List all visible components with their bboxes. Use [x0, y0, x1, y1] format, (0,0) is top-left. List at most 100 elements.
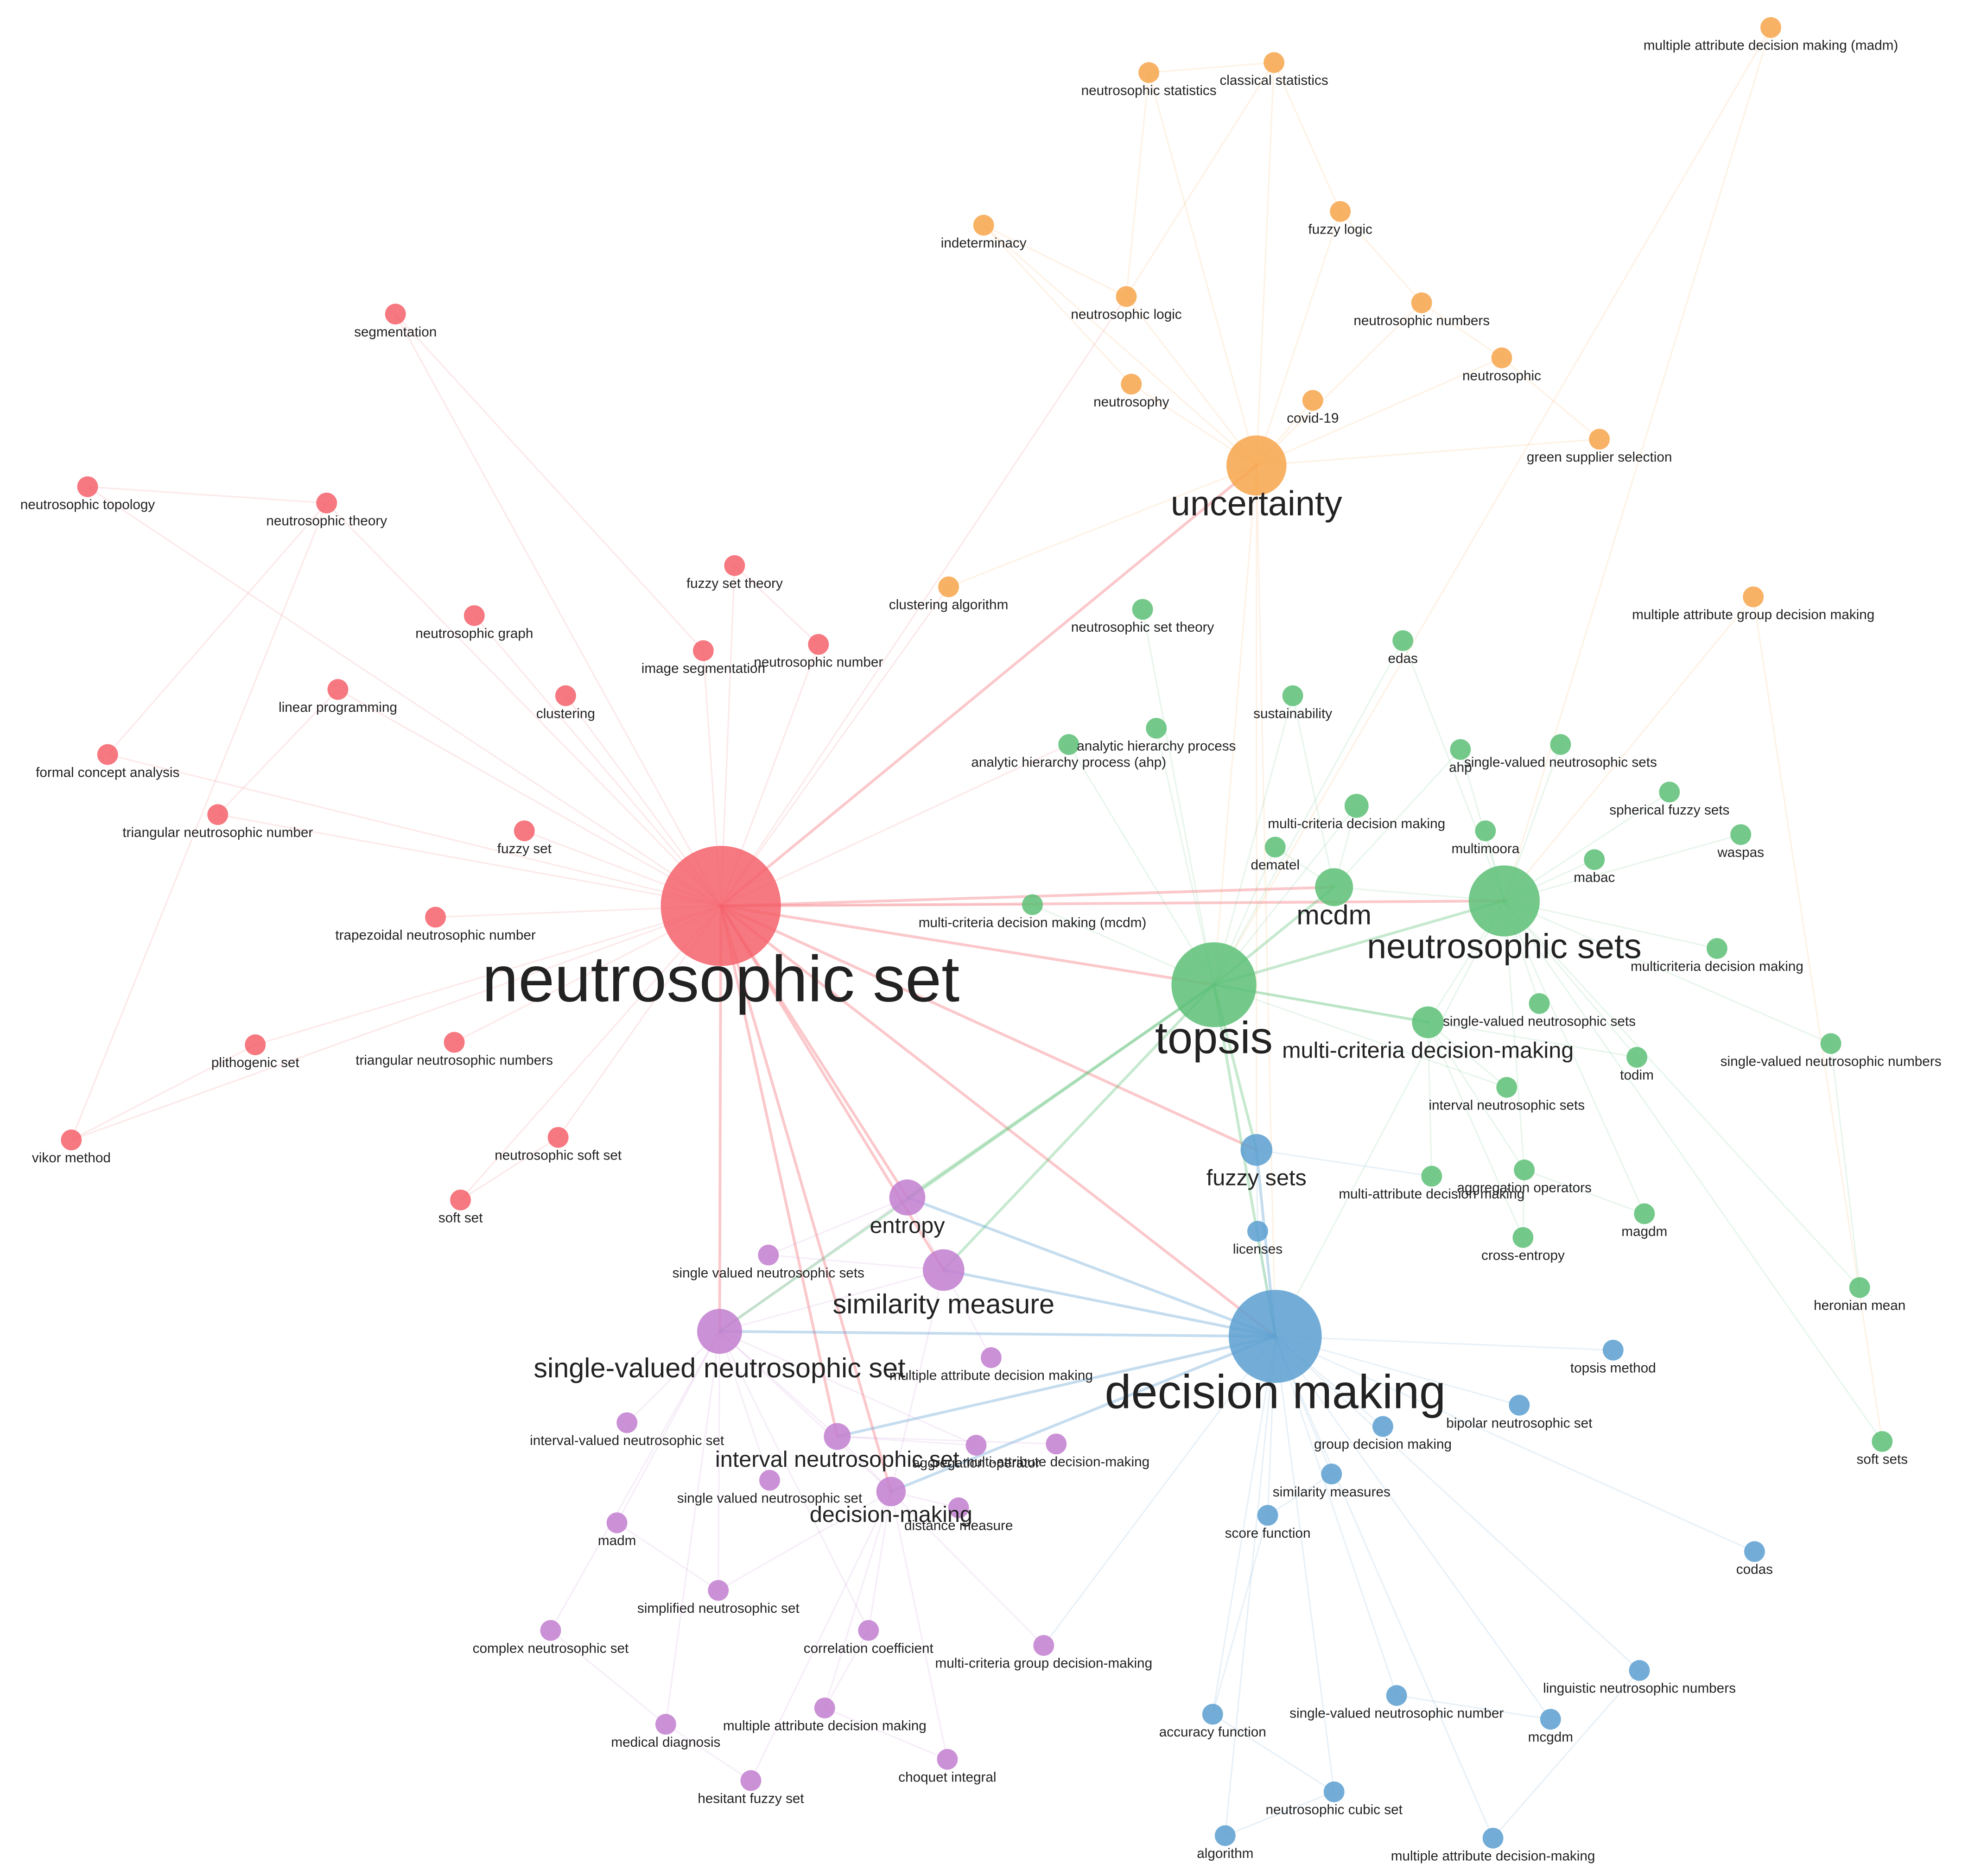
node-accuracy-function[interactable]: [1202, 1704, 1223, 1725]
node-clustering-algorithm[interactable]: [938, 576, 959, 597]
node-multi-attribute-decision-making[interactable]: [1046, 1433, 1067, 1455]
node-vikor-method[interactable]: [61, 1129, 82, 1151]
node-neutrosophic-topology[interactable]: [77, 476, 98, 497]
node-entropy[interactable]: [889, 1179, 926, 1216]
node-uncertainty[interactable]: [1226, 435, 1287, 496]
node-topsis[interactable]: [1171, 942, 1257, 1027]
node-multiple-attribute-decision-making-madm[interactable]: [1760, 17, 1781, 38]
node-triangular-neutrosophic-number[interactable]: [207, 804, 229, 825]
node-distance-measure[interactable]: [948, 1497, 969, 1518]
node-decision-making[interactable]: [876, 1477, 906, 1507]
node-single-valued-neutrosophic-sets[interactable]: [1550, 734, 1571, 755]
node-simplified-neutrosophic-set[interactable]: [708, 1580, 729, 1601]
node-waspas[interactable]: [1730, 824, 1752, 845]
node-analytic-hierarchy-process-ahp[interactable]: [1058, 734, 1079, 755]
node-neutrosophic-statistics[interactable]: [1138, 62, 1160, 83]
node-correlation-coefficient[interactable]: [858, 1620, 879, 1641]
node-classical-statistics[interactable]: [1264, 52, 1285, 73]
node-fuzzy-set-theory[interactable]: [724, 555, 745, 576]
node-triangular-neutrosophic-numbers[interactable]: [444, 1032, 465, 1053]
node-multi-criteria-group-decision-making[interactable]: [1033, 1635, 1054, 1656]
node-green-supplier-selection[interactable]: [1589, 429, 1610, 450]
node-linguistic-neutrosophic-numbers[interactable]: [1629, 1660, 1650, 1681]
node-neutrosophic-set-theory[interactable]: [1132, 599, 1153, 620]
node-heronian-mean[interactable]: [1849, 1277, 1870, 1298]
node-neutrosophic-numbers[interactable]: [1411, 292, 1432, 313]
node-neutrosophic-set[interactable]: [660, 846, 781, 966]
node-image-segmentation[interactable]: [692, 640, 714, 661]
node-sustainability[interactable]: [1282, 685, 1303, 706]
node-single-valued-neutrosophic-sets[interactable]: [758, 1244, 779, 1266]
node-cross-entropy[interactable]: [1512, 1227, 1534, 1248]
node-single-valued-neutrosophic-numbers[interactable]: [1820, 1033, 1841, 1054]
node-dematel[interactable]: [1264, 837, 1286, 858]
node-multiple-attribute-group-decision-making[interactable]: [1743, 586, 1764, 608]
node-formal-concept-analysis[interactable]: [97, 744, 118, 765]
node-similarity-measures[interactable]: [1321, 1464, 1342, 1485]
node-covid-19[interactable]: [1302, 390, 1323, 411]
node-analytic-hierarchy-process[interactable]: [1146, 717, 1167, 739]
node-group-decision-making[interactable]: [1372, 1416, 1393, 1437]
node-neutrosophic-soft-set[interactable]: [547, 1127, 569, 1148]
node-fuzzy-sets[interactable]: [1240, 1134, 1273, 1166]
node-soft-set[interactable]: [450, 1189, 471, 1211]
node-algorithm[interactable]: [1214, 1825, 1236, 1846]
node-edas[interactable]: [1392, 630, 1414, 651]
node-magdm[interactable]: [1634, 1203, 1655, 1224]
node-neutrosophic-graph[interactable]: [464, 605, 485, 626]
node-bipolar-neutrosophic-set[interactable]: [1509, 1394, 1530, 1416]
node-multiple-attribute-decision-making[interactable]: [980, 1347, 1002, 1368]
node-neutrosophic-sets[interactable]: [1468, 865, 1540, 937]
node-topsis-method[interactable]: [1602, 1339, 1624, 1361]
node-segmentation[interactable]: [385, 304, 406, 325]
node-single-valued-neutrosophic-set[interactable]: [697, 1309, 742, 1354]
node-indeterminacy[interactable]: [973, 215, 994, 236]
node-spherical-fuzzy-sets[interactable]: [1659, 781, 1680, 803]
node-interval-neutrosophic-sets[interactable]: [1496, 1077, 1518, 1098]
node-single-valued-neutrosophic-sets-2[interactable]: [1529, 993, 1550, 1014]
node-licenses[interactable]: [1247, 1221, 1268, 1242]
node-multiple-attribute-decision-making[interactable]: [1482, 1827, 1504, 1849]
node-neutrosophic-number[interactable]: [808, 634, 829, 655]
node-aggregation-operator[interactable]: [965, 1435, 987, 1456]
node-ahp[interactable]: [1450, 739, 1471, 760]
node-trapezoidal-neutrosophic-number[interactable]: [425, 906, 446, 928]
node-neutrosophic-cubic-set[interactable]: [1323, 1781, 1345, 1802]
node-todim[interactable]: [1626, 1047, 1648, 1068]
node-madm[interactable]: [606, 1512, 628, 1534]
edge-decision-making--accuracy-function: [1212, 1336, 1276, 1715]
node-mcdm[interactable]: [1315, 868, 1353, 906]
node-neutrosophic-theory[interactable]: [316, 492, 337, 513]
node-multi-criteria-decision-making[interactable]: [1344, 793, 1369, 818]
node-multi-criteria-decision-making-mcdm[interactable]: [1022, 894, 1043, 915]
node-neutrosophy[interactable]: [1121, 374, 1142, 395]
node-codas[interactable]: [1744, 1541, 1765, 1562]
node-soft-sets[interactable]: [1872, 1431, 1893, 1452]
node-multiple-attribute-decision-making-2[interactable]: [814, 1698, 835, 1718]
node-score-function[interactable]: [1257, 1505, 1278, 1526]
node-interval-valued-neutrosophic-set[interactable]: [616, 1412, 638, 1433]
node-multimoora[interactable]: [1475, 820, 1496, 842]
node-fuzzy-set[interactable]: [514, 820, 535, 842]
node-single-valued-neutrosophic-set[interactable]: [759, 1470, 780, 1491]
node-decision-making[interactable]: [1228, 1290, 1322, 1383]
node-interval-neutrosophic-set[interactable]: [824, 1423, 851, 1450]
node-complex-neutrosophic-set[interactable]: [540, 1620, 561, 1641]
node-aggregation-operators[interactable]: [1514, 1160, 1535, 1180]
node-mabac[interactable]: [1584, 849, 1605, 870]
node-hesitant-fuzzy-set[interactable]: [740, 1770, 762, 1791]
node-fuzzy-logic[interactable]: [1330, 201, 1351, 222]
node-plithogenic-set[interactable]: [245, 1034, 266, 1055]
node-single-valued-neutrosophic-number[interactable]: [1386, 1685, 1407, 1706]
node-choquet-integral[interactable]: [937, 1749, 958, 1770]
node-mcgdm[interactable]: [1540, 1709, 1561, 1730]
node-clustering[interactable]: [555, 685, 576, 706]
node-multi-attribute-decision-making[interactable]: [1421, 1166, 1442, 1187]
node-neutrosophic[interactable]: [1491, 347, 1512, 368]
node-neutrosophic-logic[interactable]: [1116, 286, 1137, 307]
node-similarity-measure[interactable]: [922, 1249, 965, 1291]
node-multi-criteria-decision-making[interactable]: [1412, 1006, 1444, 1039]
node-medical-diagnosis[interactable]: [655, 1714, 676, 1735]
node-multicriteria-decision-making[interactable]: [1706, 938, 1727, 959]
node-linear-programming[interactable]: [327, 679, 349, 700]
